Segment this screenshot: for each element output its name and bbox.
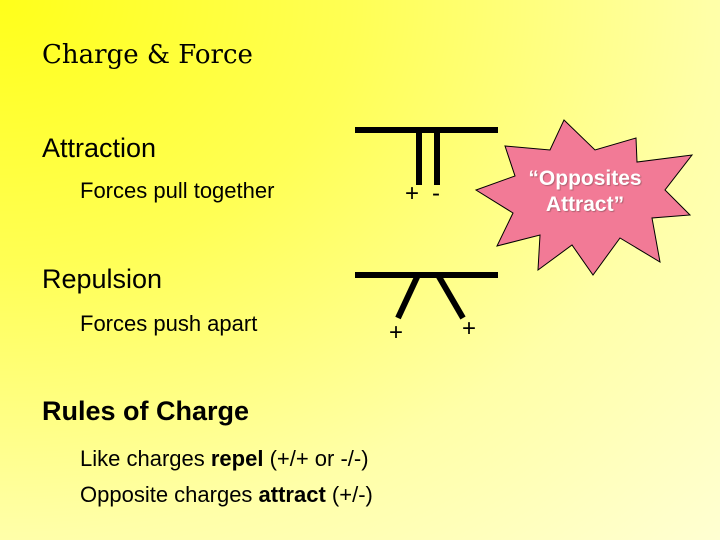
- rules-heading: Rules of Charge: [42, 396, 250, 426]
- repulsion-thread-left: [395, 273, 421, 320]
- repulsion-heading: Repulsion: [42, 264, 163, 294]
- rule-opposite-charges: Opposite charges attract (+/-): [80, 482, 373, 507]
- repulsion-description: Forces push apart: [80, 311, 258, 336]
- attraction-charge-negative: -: [432, 180, 440, 207]
- slide-title: Charge & Force: [42, 40, 253, 70]
- callout-line-1: “Opposites: [528, 167, 642, 190]
- rule-opposite-emphasis: attract: [258, 482, 326, 507]
- attraction-description: Forces pull together: [80, 178, 275, 203]
- repulsion-charge-right: +: [462, 315, 477, 342]
- rule-like-charges: Like charges repel (+/+ or -/-): [80, 446, 369, 471]
- callout-text: “Opposites Attract”: [500, 166, 670, 218]
- attraction-charge-positive: +: [405, 180, 420, 207]
- callout-line-2: Attract”: [545, 193, 625, 216]
- repulsion-charge-left: +: [389, 319, 404, 346]
- rule-like-emphasis: repel: [210, 446, 264, 471]
- repulsion-thread-right: [435, 273, 466, 320]
- attraction-heading: Attraction: [42, 133, 157, 163]
- starburst-callout: [474, 119, 694, 276]
